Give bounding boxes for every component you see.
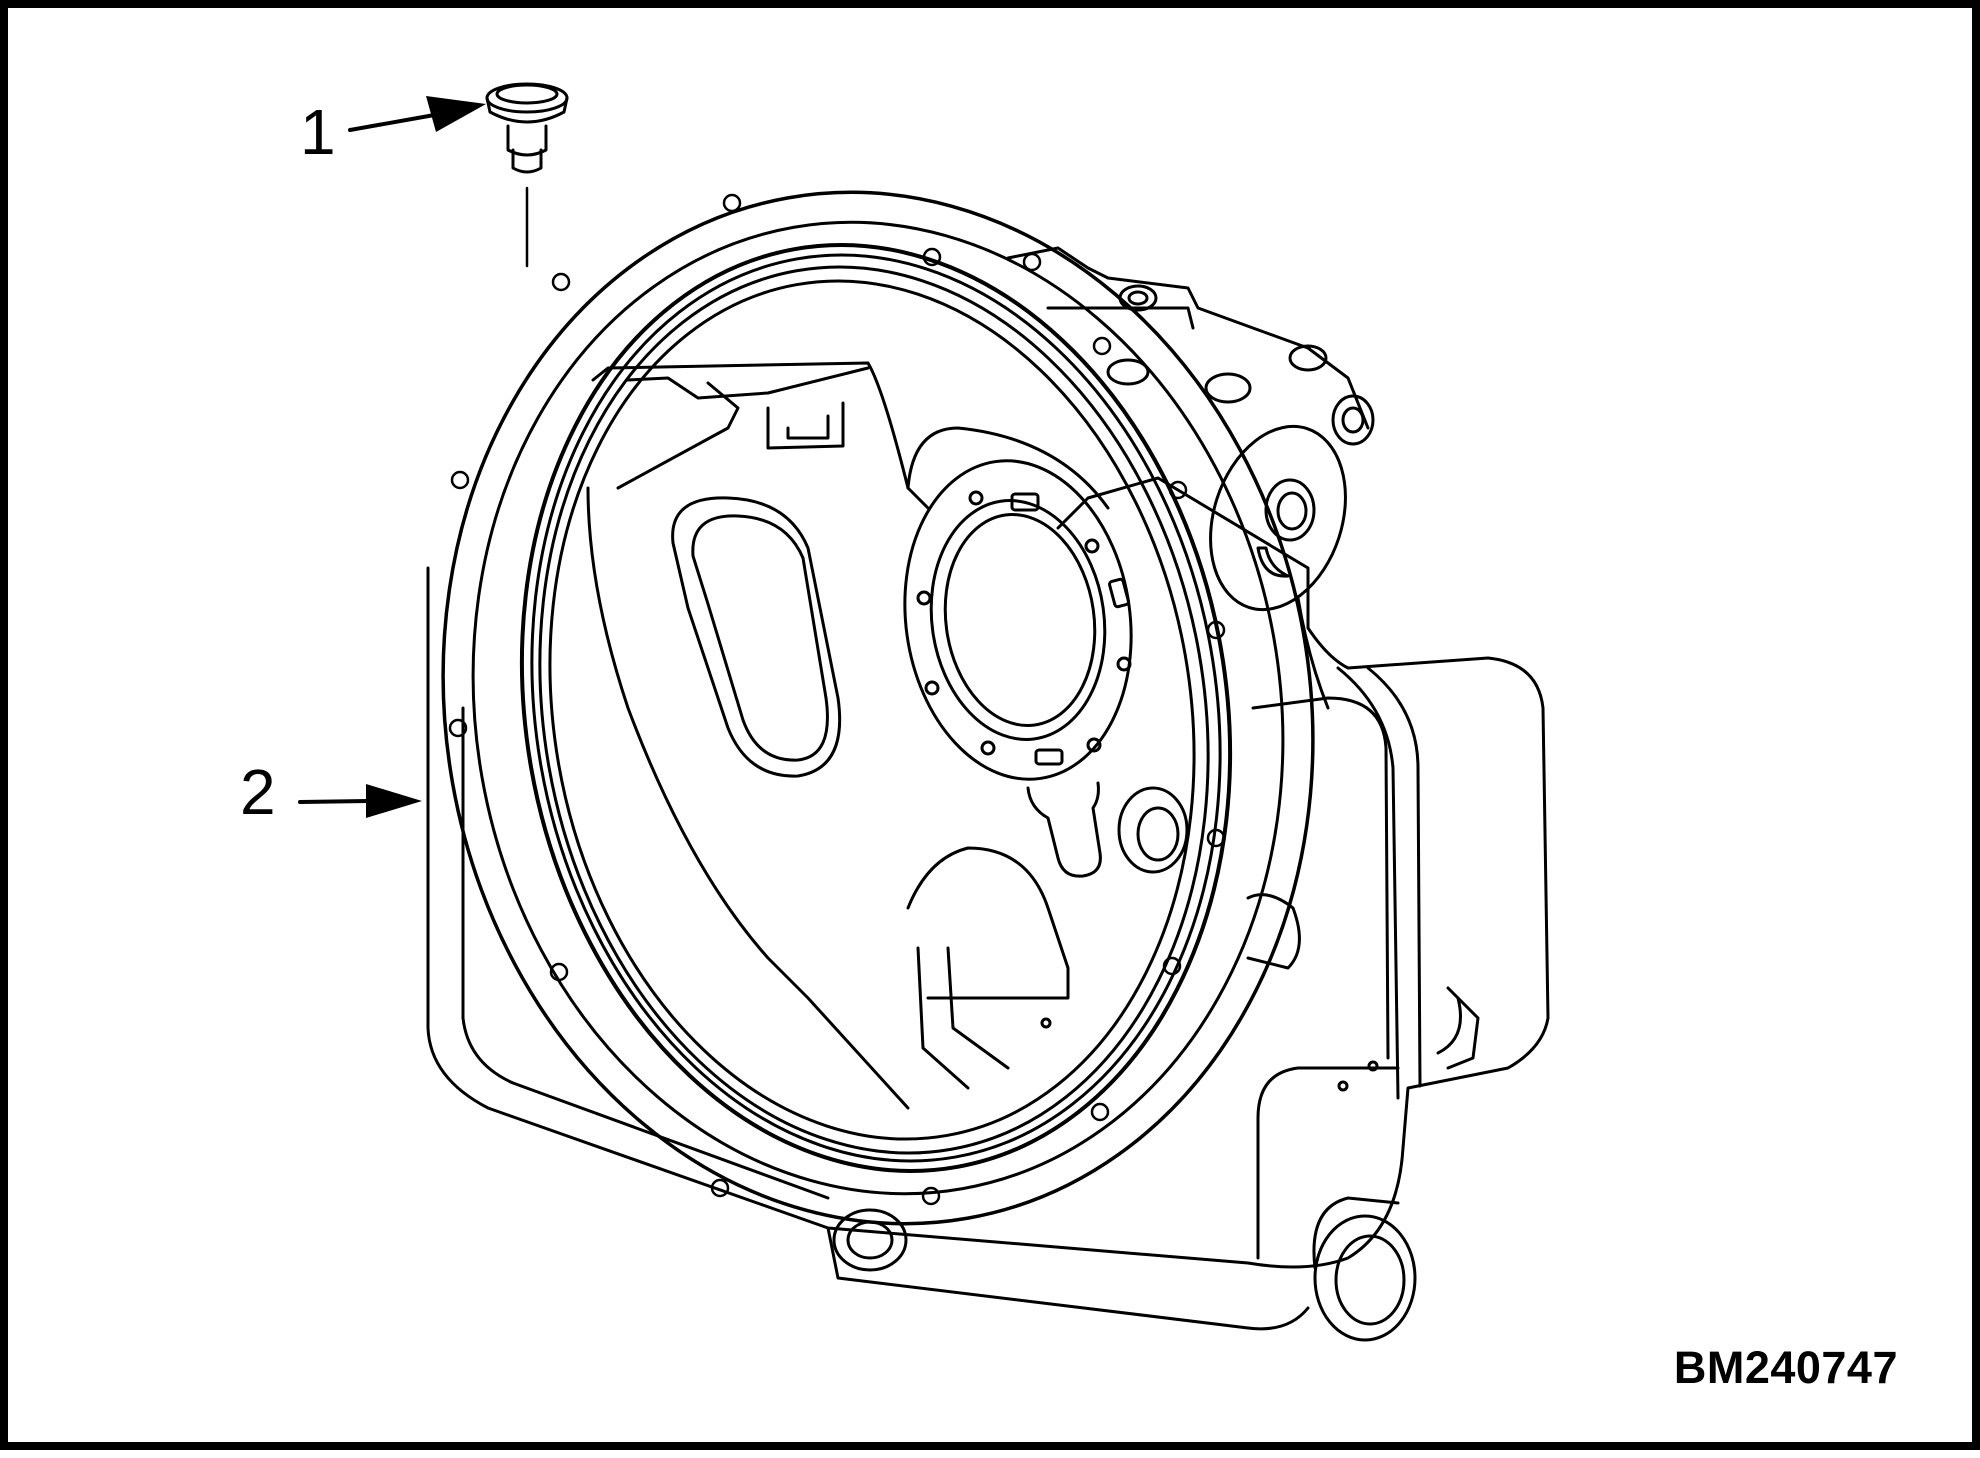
figure-id-label: BM240747: [1673, 1342, 1898, 1393]
center-bore: [903, 459, 1133, 781]
plug-part: [485, 82, 569, 268]
callout-1-arrow: [348, 96, 486, 132]
callout-2-arrow: [298, 784, 422, 818]
callout-label-2: 2: [240, 756, 276, 828]
flange-bolt-holes: [448, 193, 1226, 1206]
flywheel-housing-part: [426, 190, 1550, 1342]
exploded-view-illustration: [298, 82, 1550, 1342]
flange-ring: [441, 190, 1315, 1226]
callout-label-1: 1: [300, 96, 336, 168]
oval-opening: [671, 496, 842, 778]
